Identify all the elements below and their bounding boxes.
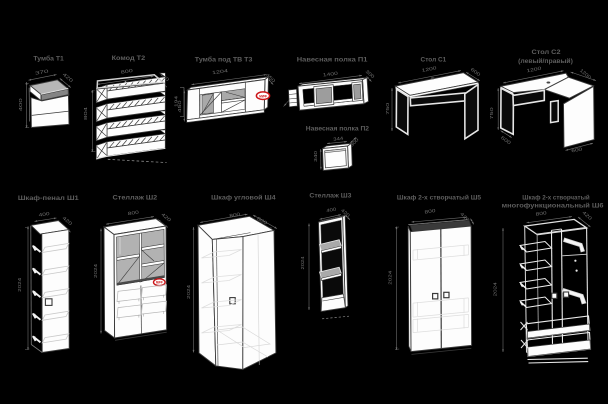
svg-text:Шкаф 2-х створчатый: Шкаф 2-х створчатый	[522, 194, 589, 202]
svg-text:1200: 1200	[526, 66, 542, 74]
svg-text:600: 600	[500, 135, 512, 146]
svg-text:Стол С2: Стол С2	[532, 49, 561, 56]
svg-text:2024: 2024	[186, 284, 191, 299]
svg-text:(левый/правый): (левый/правый)	[518, 57, 573, 65]
svg-text:800: 800	[424, 208, 436, 215]
svg-text:800: 800	[229, 211, 241, 218]
svg-text:420: 420	[160, 212, 172, 223]
svg-text:многофункциональный Ш6: многофункциональный Ш6	[502, 201, 604, 209]
svg-text:Шкаф угловой Ш4: Шкаф угловой Ш4	[211, 194, 276, 202]
svg-text:600: 600	[571, 146, 583, 153]
svg-text:450: 450	[265, 72, 277, 83]
svg-text:Тумба Т1: Тумба Т1	[33, 55, 64, 63]
svg-text:Стеллаж Ш2: Стеллаж Ш2	[113, 195, 158, 202]
svg-text:Навесная полка П1: Навесная полка П1	[297, 57, 368, 64]
svg-text:Навесная полка П2: Навесная полка П2	[306, 126, 370, 133]
svg-text:300: 300	[349, 137, 360, 148]
svg-text:400: 400	[18, 98, 23, 112]
svg-text:800: 800	[128, 209, 140, 216]
svg-text:420: 420	[340, 208, 351, 219]
svg-text:420: 420	[581, 210, 593, 221]
svg-text:800: 800	[120, 68, 133, 75]
svg-text:340: 340	[313, 150, 318, 162]
svg-text:750: 750	[489, 107, 494, 120]
svg-text:МИФ: МИФ	[156, 281, 163, 285]
svg-text:300: 300	[365, 69, 376, 80]
svg-text:600: 600	[470, 67, 482, 78]
svg-text:804: 804	[83, 106, 88, 120]
svg-text:2024: 2024	[387, 270, 392, 285]
svg-text:800: 800	[535, 210, 547, 217]
svg-text:Стеллаж Ш3: Стеллаж Ш3	[309, 193, 351, 200]
svg-text:Шкаф 2-х створчатый Ш5: Шкаф 2-х створчатый Ш5	[397, 194, 481, 202]
svg-text:400: 400	[326, 206, 337, 213]
svg-text:2024: 2024	[300, 256, 305, 270]
svg-text:400: 400	[38, 211, 50, 218]
svg-text:420: 420	[62, 72, 75, 84]
svg-text:Стол С1: Стол С1	[421, 57, 447, 64]
svg-text:2024: 2024	[493, 282, 498, 297]
svg-text:2024: 2024	[93, 263, 98, 278]
svg-text:420: 420	[459, 211, 471, 223]
svg-text:450: 450	[177, 100, 182, 113]
svg-text:Шкаф-пенал Ш1: Шкаф-пенал Ш1	[18, 195, 79, 202]
svg-text:2024: 2024	[17, 277, 22, 292]
svg-text:370: 370	[35, 68, 50, 75]
svg-text:420: 420	[62, 215, 74, 226]
svg-text:750: 750	[385, 102, 390, 115]
svg-text:194: 194	[174, 95, 179, 107]
svg-text:1200: 1200	[421, 65, 437, 73]
svg-text:344: 344	[333, 136, 344, 142]
svg-text:1204: 1204	[212, 68, 229, 75]
svg-text:Комод Т2: Комод Т2	[112, 55, 146, 62]
svg-text:Тумба под ТВ Т3: Тумба под ТВ Т3	[195, 56, 253, 64]
svg-text:800: 800	[256, 216, 269, 226]
svg-text:МИФ: МИФ	[259, 94, 267, 98]
svg-text:1400: 1400	[323, 71, 339, 78]
